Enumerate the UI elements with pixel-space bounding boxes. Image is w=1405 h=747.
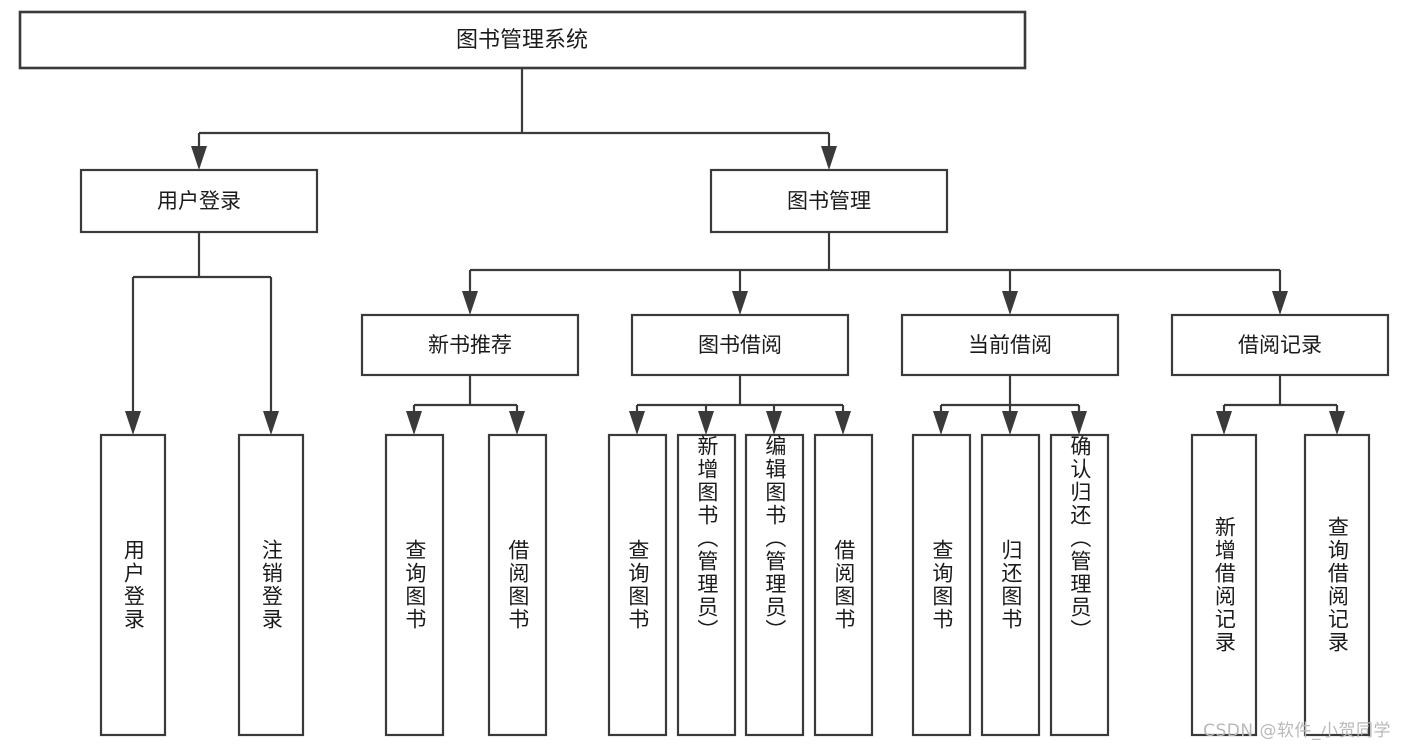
node-leaf-box[interactable]	[607, 433, 668, 737]
node-leaf-box[interactable]	[1303, 433, 1371, 737]
arrow-to-leaf-add-book	[698, 411, 714, 435]
node-root-label: 图书管理系统	[456, 28, 588, 53]
arrow-to-leaf-borrow-book-a	[509, 411, 525, 435]
node-leaf-box[interactable]	[676, 433, 737, 737]
arrow-to-leaf-user-login	[125, 411, 141, 435]
node-leaf-box[interactable]	[744, 433, 805, 737]
node-leaf-box[interactable]	[911, 433, 972, 737]
node-root-box[interactable]	[18, 10, 1027, 70]
arrow-to-leaf-query-book-b	[629, 411, 645, 435]
arrow-to-leaf-logout	[263, 411, 279, 435]
node-leaf-box[interactable]	[1190, 433, 1258, 737]
node-leaf-box[interactable]	[99, 433, 167, 737]
connector-layer	[125, 68, 1345, 435]
node-leaf-box[interactable]	[813, 433, 874, 737]
arrow-to-leaf-query-book-a	[406, 411, 422, 435]
node-leaf-box[interactable]	[384, 433, 445, 737]
arrow-to-leaf-confirm-return	[1071, 411, 1087, 435]
node-borrow-book-label: 图书借阅	[698, 333, 782, 357]
node-leaf-box[interactable]	[980, 433, 1041, 737]
node-user-login-box[interactable]	[79, 168, 319, 234]
arrow-to-leaf-query-book-c	[933, 411, 949, 435]
node-leaf-box[interactable]	[487, 433, 548, 737]
node-current-borrow-box[interactable]	[900, 313, 1120, 377]
node-new-book-label: 新书推荐	[428, 333, 512, 357]
arrow-to-leaf-add-record	[1216, 411, 1232, 435]
node-borrow-book-box[interactable]	[630, 313, 850, 377]
arrow-to-leaf-borrow-book-b	[835, 411, 851, 435]
arrow-to-leaf-return-book	[1002, 411, 1018, 435]
arrow-to-current-borrow	[1002, 291, 1018, 315]
node-leaf-box[interactable]	[237, 433, 305, 737]
node-book-manage-box[interactable]	[709, 168, 949, 234]
node-borrow-record-label: 借阅记录	[1238, 333, 1322, 357]
arrow-to-new-book	[462, 291, 478, 315]
arrow-to-leaf-query-record	[1329, 411, 1345, 435]
node-new-book-box[interactable]	[360, 313, 580, 377]
arrow-to-user-login	[191, 146, 207, 170]
node-current-borrow-label: 当前借阅	[968, 333, 1052, 357]
node-leaf-box[interactable]	[1049, 433, 1110, 737]
node-book-manage-label: 图书管理	[787, 189, 871, 213]
arrow-to-book-manage	[821, 146, 837, 170]
arrow-to-borrow-record	[1272, 291, 1288, 315]
arrow-to-leaf-edit-book	[766, 411, 782, 435]
node-layer: 图书管理系统 用户登录 图书管理 新书推荐 图书借阅 当前借阅 借阅记录	[18, 10, 1390, 737]
node-borrow-record-box[interactable]	[1170, 313, 1390, 377]
arrow-to-borrow-book	[732, 291, 748, 315]
node-user-login-label: 用户登录	[157, 189, 241, 213]
